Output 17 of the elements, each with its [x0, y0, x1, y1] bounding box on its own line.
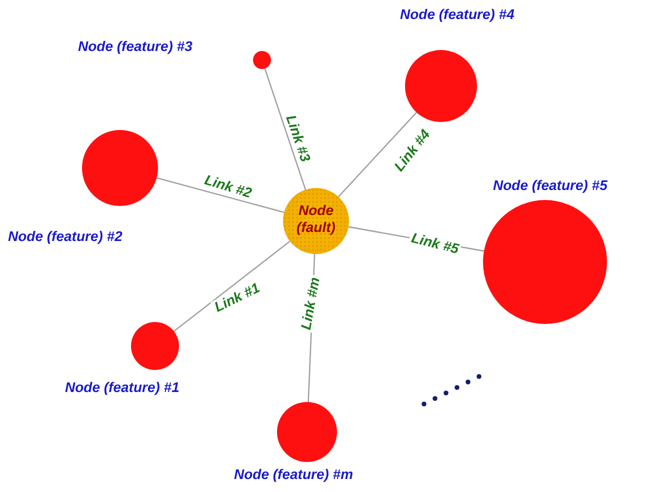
feature-node	[234, 402, 354, 482]
node-label: Node (feature) #5	[493, 177, 608, 193]
link-line	[174, 240, 290, 332]
link-line	[338, 112, 418, 198]
feature-node	[483, 177, 608, 324]
feature-node	[8, 130, 158, 244]
link-line	[264, 68, 306, 190]
node-label: Node (feature) #3	[78, 38, 192, 54]
link-line	[156, 177, 284, 214]
node-label: Node (fault)	[296, 202, 336, 236]
node-label: Node (feature) #m	[234, 466, 354, 482]
feature-node	[400, 6, 514, 122]
feature-node	[65, 322, 180, 395]
node-label: Node (feature) #4	[400, 6, 514, 22]
node-label: Node (feature) #2	[8, 228, 122, 244]
node-label: Node (feature) #1	[65, 379, 180, 395]
feature-node	[78, 38, 271, 69]
